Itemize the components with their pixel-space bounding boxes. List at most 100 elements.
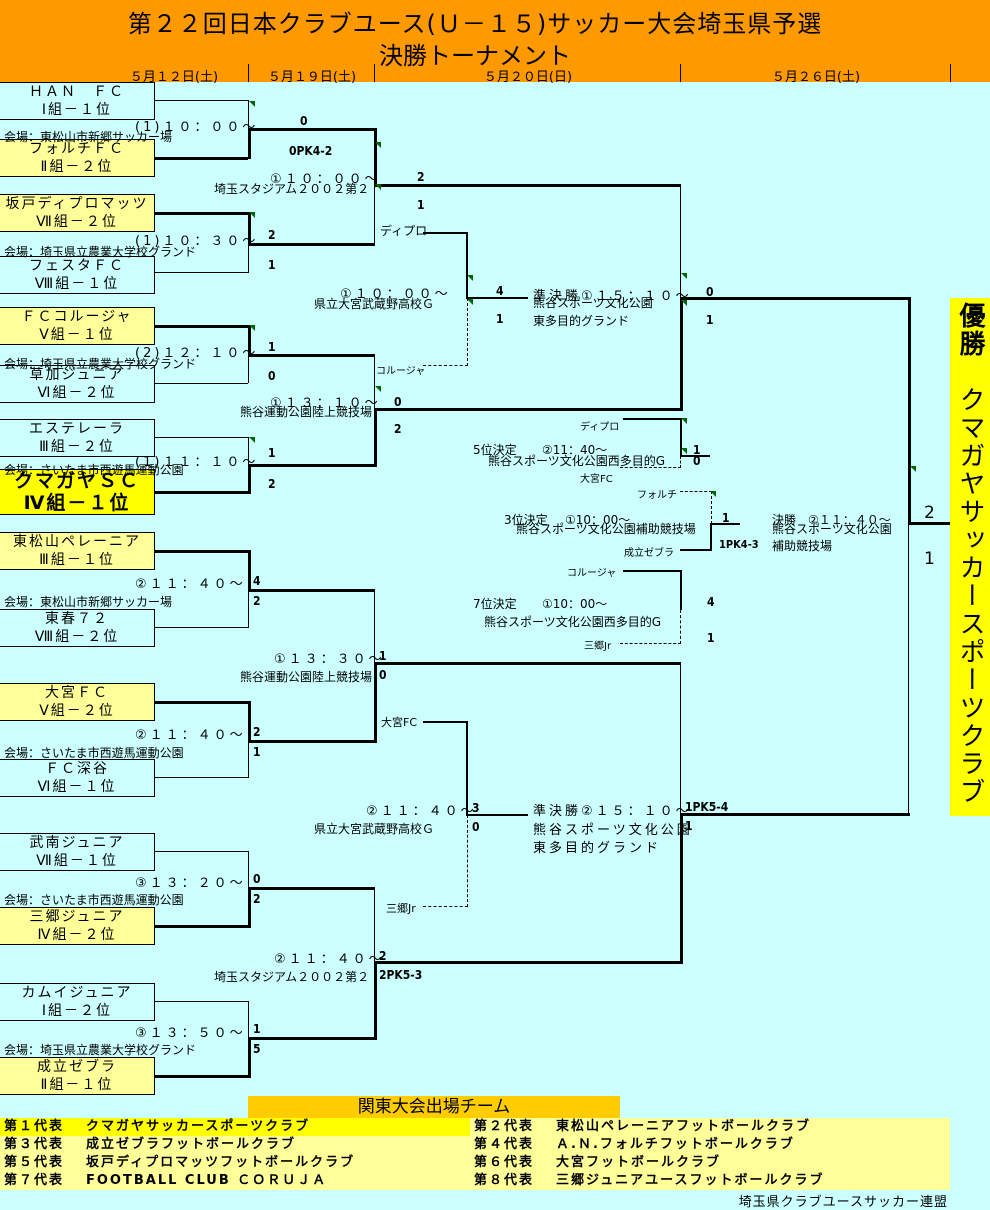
marker-icon [681,273,687,279]
bracket-line [680,662,681,814]
footer-organizer: 埼玉県クラブユースサッカー連盟 [738,1195,948,1210]
score: 1 [268,446,276,460]
page-header: 第２２回日本クラブユース(Ｕ－１５)サッカー大会埼玉県予選 決勝トーナメント ５… [0,0,990,85]
match-venue: 会場：埼玉県立農業大学校グランド [4,357,197,371]
date-round1: ５月１２日(土) [129,70,219,85]
team-rank: Ⅵ組－１位 [37,779,117,795]
date-round4: ５月２６日(土) [771,70,861,85]
team-box: 大宮ＦＣ Ⅴ組－２位 [0,683,155,721]
kanto-title: 関東大会出場チーム [248,1096,620,1118]
team-rank: Ⅴ組－２位 [39,703,115,719]
bracket-line-winner [374,408,377,467]
bracket-line [374,589,375,663]
champion-team: クマガヤサッカースポーツクラブ [955,386,985,806]
champion-banner: 優勝 クマガヤサッカースポーツクラブ [950,298,990,816]
date-divider [680,64,681,82]
bracket-line-winner [680,549,712,551]
placement-team: コルージャ [567,568,617,579]
score: 1 [706,313,714,327]
team-name: ＦＣ深谷 [45,761,109,777]
team-rank: Ⅰ組－２位 [41,1003,113,1019]
bracket-line [248,590,249,628]
score: 0 [379,668,387,682]
bracket-line-winner [680,813,683,964]
team-name: 東春７２ [45,611,109,627]
bracket-line-winner [623,418,682,420]
placement-venue: 熊谷スポーツ文化公園西多目的G [484,615,662,629]
bracket-line-winner [248,243,374,246]
marker-icon [710,491,716,497]
bracket-line-winner [466,721,468,816]
bracket-line-winner [155,325,248,328]
team-box: 草加ジュニア Ⅵ組－２位 [0,365,155,403]
date-divider [950,64,951,82]
bracket-line-winner [423,721,468,723]
bracket-line-winner [248,887,251,928]
bracket-line-winner [374,184,680,187]
rep-team: クマガヤサッカースポーツクラブ [86,1119,311,1134]
match-venue: 会場：埼玉県立農業大学校グランド [4,245,197,259]
bracket-line [155,851,248,852]
team-name: 大宮ＦＣ [45,685,109,701]
marker-icon [467,299,473,305]
score: 0 [472,820,480,834]
placement-label: 3位決定 [504,513,548,527]
match-time: ②１１：４０～ [135,728,246,743]
team-box: ＦＣ深谷 Ⅵ組－１位 [0,759,155,797]
bracket-line [374,887,375,963]
placement-time: ①10：00～ [565,513,631,527]
bracket-line-winner [466,297,528,299]
team-name: 三郷ジュニア [29,909,125,925]
rep-team: 三郷ジュニアユースフットボールクラブ [556,1173,825,1188]
match-time: ①１０：００～ [270,172,381,187]
bracket-line-winner [248,464,251,494]
rep-label: 第４代表 [474,1137,535,1152]
bracket-line-winner [908,297,911,524]
team-rank: Ⅷ組－２位 [34,629,120,645]
score: 2 [379,949,387,963]
bracket-line [248,1001,249,1038]
kanto-rep-row: 第３代表成立ゼブラフットボールクラブ [0,1136,296,1154]
bracket-line-winner [248,128,251,159]
team-rank: Ⅳ組－２位 [37,927,117,943]
placement-team: 成立ゼブラ [624,548,674,559]
bracket-line-dashed [680,491,712,524]
bracket-line [680,184,681,298]
rep-label: 第１代表 [4,1119,65,1134]
match-time: ②１１：４０～ [135,577,246,592]
match-time: (1)１０：００～ [135,120,259,135]
placement-team: 三郷Jr [584,641,612,652]
marker-icon [249,437,255,443]
team-name: エステレーラ [29,421,125,437]
champion-label: 優勝 [955,302,985,358]
bracket-line-winner [908,522,950,525]
bracket-line-dashed [423,815,468,907]
team-rank: Ⅴ組－１位 [39,327,115,343]
match-time: (1)１１：１０～ [135,455,259,470]
match-time: (2)１２：１０～ [135,346,259,361]
team-name: 草加ジュニア [29,367,125,383]
semifinal-venue: 熊谷スポーツ文化公園 [533,823,693,838]
final-score: 1 [924,549,935,569]
team-rank: Ⅱ組－２位 [40,159,114,175]
team-name: クマガヤＳＣ [13,470,140,492]
bracket-line [155,1001,248,1002]
playoff-team: 三郷Jr [386,902,416,915]
placement-team: フォルチ [637,490,677,501]
marker-icon [249,325,255,331]
score: 2 [253,725,261,739]
bracket-line [248,355,249,383]
team-name: ＦＣコルージャ [21,309,133,325]
score: 4 [496,284,504,298]
score: 2 [417,170,425,184]
team-rank: Ⅵ組－２位 [37,385,117,401]
bracket-line-winner [155,925,248,928]
bracket-line [248,851,249,889]
score: 2PK5-3 [379,968,423,982]
bracket-line-winner [248,740,374,743]
date-round3: ５月２０日(日) [483,70,573,85]
